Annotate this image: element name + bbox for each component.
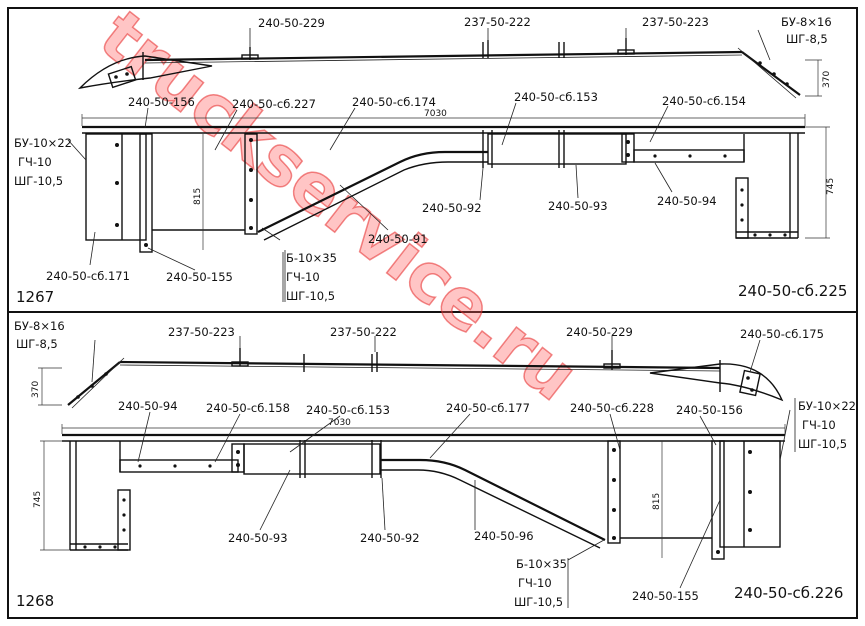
bottom-label-237-50-222: 237-50-222 [330, 325, 397, 339]
top-dim-handrail: 370 [822, 71, 832, 88]
bottom-sheet-number: 1268 [16, 592, 54, 610]
top-label-240-50-sb153: 240-50-сб.153 [514, 90, 598, 104]
bottom-label-240-50-sb228: 240-50-сб.228 [570, 401, 654, 415]
top-dim-815: 815 [193, 188, 203, 205]
bottom-label-240-50-sb158: 240-50-сб.158 [206, 401, 290, 415]
top-fastener-right-1: БУ-8×16 [781, 15, 832, 29]
bottom-fastener-bottom-2: ГЧ-10 [518, 576, 552, 590]
top-label-240-50-91: 240-50-91 [368, 232, 428, 246]
top-label-237-50-223: 237-50-223 [642, 15, 709, 29]
bottom-fastener-left-1: БУ-8×16 [14, 319, 65, 333]
bottom-label-240-50-sb175: 240-50-сб.175 [740, 327, 824, 341]
top-fastener-bottom-2: ГЧ-10 [286, 270, 320, 284]
top-fastener-left-3: ШГ-10,5 [14, 174, 63, 188]
bottom-fastener-bottom-3: ШГ-10,5 [514, 595, 563, 609]
top-fastener-bottom-1: Б-10×35 [286, 251, 337, 265]
top-panel: 370 7030 815 [14, 15, 847, 306]
bottom-label-240-50-229: 240-50-229 [566, 325, 633, 339]
top-fastener-right-2: ШГ-8,5 [786, 32, 828, 46]
top-fastener-left-1: БУ-10×22 [14, 136, 72, 150]
bottom-label-240-50-94: 240-50-94 [118, 399, 178, 413]
top-label-237-50-222: 237-50-222 [464, 15, 531, 29]
top-label-240-50-sb171: 240-50-сб.171 [46, 269, 130, 283]
bottom-fastener-right-3: ШГ-10,5 [798, 437, 847, 451]
bottom-fastener-bottom-1: Б-10×35 [516, 557, 567, 571]
bottom-label-240-50-92: 240-50-92 [360, 531, 420, 545]
bottom-fastener-right-2: ГЧ-10 [802, 418, 836, 432]
bottom-handrail [67, 348, 784, 409]
top-label-240-50-155: 240-50-155 [166, 270, 233, 284]
bottom-label-240-50-93: 240-50-93 [228, 531, 288, 545]
bottom-label-240-50-155: 240-50-155 [632, 589, 699, 603]
top-dim-745: 745 [826, 178, 836, 195]
top-assembly-code: 240-50-сб.225 [738, 282, 847, 300]
bottom-label-240-50-sb177: 240-50-сб.177 [446, 401, 530, 415]
bottom-fastener-left-2: ШГ-8,5 [16, 337, 58, 351]
top-label-240-50-156: 240-50-156 [128, 95, 195, 109]
top-label-240-50-93: 240-50-93 [548, 199, 608, 213]
top-sheet-number: 1267 [16, 288, 54, 306]
bottom-panel: 370 7030 745 [14, 319, 856, 610]
top-label-240-50-sb154: 240-50-сб.154 [662, 94, 746, 108]
top-handrail [77, 38, 801, 99]
bottom-assembly-code: 240-50-сб.226 [734, 584, 843, 602]
bottom-fastener-right-1: БУ-10×22 [798, 399, 856, 413]
bottom-label-240-50-sb153: 240-50-сб.153 [306, 403, 390, 417]
bottom-dim-815: 815 [652, 493, 662, 510]
top-fastener-left-2: ГЧ-10 [18, 155, 52, 169]
top-label-240-50-229: 240-50-229 [258, 16, 325, 30]
bottom-dim-745: 745 [33, 491, 43, 508]
bottom-label-237-50-223: 237-50-223 [168, 325, 235, 339]
top-dim-length: 7030 [424, 109, 447, 119]
bottom-label-240-50-156: 240-50-156 [676, 403, 743, 417]
top-label-240-50-sb227: 240-50-сб.227 [232, 97, 316, 111]
top-label-240-50-sb174: 240-50-сб.174 [352, 95, 436, 109]
top-label-240-50-94: 240-50-94 [657, 194, 717, 208]
top-label-240-50-92: 240-50-92 [422, 201, 482, 215]
top-fastener-bottom-3: ШГ-10,5 [286, 289, 335, 303]
bottom-dim-handrail: 370 [31, 381, 41, 398]
bottom-dim-length: 7030 [328, 418, 351, 428]
bottom-frame: 7030 745 [33, 336, 791, 589]
bottom-label-240-50-96: 240-50-96 [474, 529, 534, 543]
top-frame: 7030 815 [67, 28, 836, 302]
